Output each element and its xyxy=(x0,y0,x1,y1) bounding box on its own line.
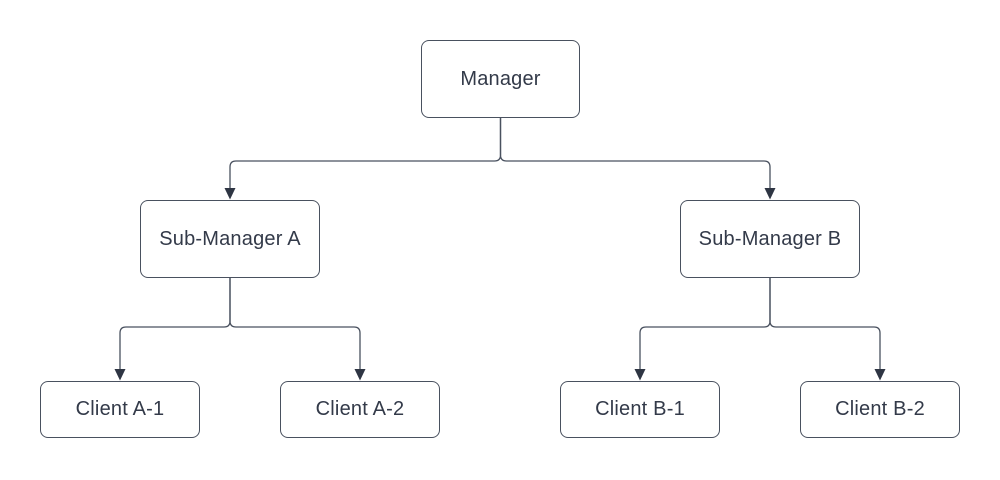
arrowhead-icon xyxy=(764,188,776,200)
node-label: Sub-Manager A xyxy=(159,227,301,250)
node-client-b-2[interactable]: Client B-2 xyxy=(800,381,960,438)
node-sub-manager-a[interactable]: Sub-Manager A xyxy=(140,200,320,278)
node-sub-manager-b[interactable]: Sub-Manager B xyxy=(680,200,860,278)
connector-manager-to-sub-manager-b xyxy=(499,118,771,188)
node-label: Client A-1 xyxy=(75,398,165,420)
node-label: Client A-2 xyxy=(315,398,405,420)
connector-sub-manager-b-to-client-b-2 xyxy=(769,278,881,369)
node-label: Sub-Manager B xyxy=(698,227,842,250)
node-label: Manager xyxy=(460,67,541,90)
arrowhead-icon xyxy=(634,369,646,381)
arrowhead-icon xyxy=(114,369,126,381)
arrowhead-icon xyxy=(354,369,366,381)
connector-sub-manager-a-to-client-a-2 xyxy=(229,278,361,369)
node-label: Client B-1 xyxy=(595,398,685,420)
arrowhead-icon xyxy=(224,188,236,200)
arrowhead-icon xyxy=(874,369,886,381)
node-client-b-1[interactable]: Client B-1 xyxy=(560,381,720,438)
node-label: Client B-2 xyxy=(835,398,925,420)
node-client-a-2[interactable]: Client A-2 xyxy=(280,381,440,438)
node-client-a-1[interactable]: Client A-1 xyxy=(40,381,200,438)
node-manager[interactable]: Manager xyxy=(421,40,580,118)
